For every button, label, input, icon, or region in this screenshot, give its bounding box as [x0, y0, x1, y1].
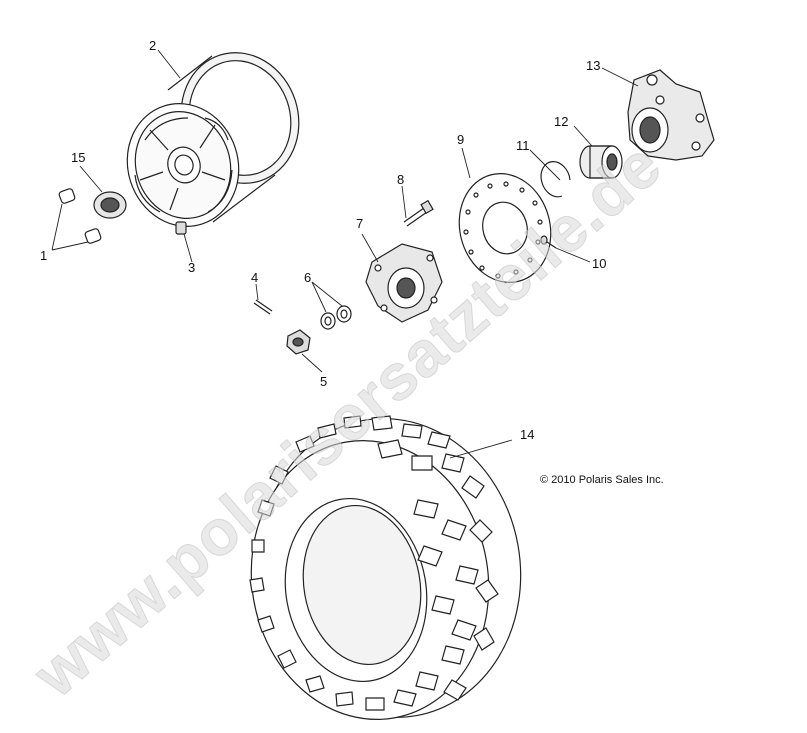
callout-3: 3: [188, 260, 195, 275]
stud-bolt: [403, 199, 434, 227]
wheel-rim: [126, 52, 300, 235]
cotter-pin: [253, 299, 273, 315]
wheel-bearing: [579, 145, 623, 179]
steering-knuckle: [627, 69, 715, 161]
callout-14: 14: [520, 427, 534, 442]
callout-11: 11: [516, 138, 530, 153]
retaining-ring: [540, 161, 571, 198]
brake-disc: [458, 173, 552, 283]
callout-5: 5: [320, 374, 327, 389]
wheel-hub: [365, 243, 443, 323]
bearing-nut: [93, 191, 127, 219]
callout-8: 8: [397, 172, 404, 187]
callout-4: 4: [251, 270, 258, 285]
callout-10: 10: [592, 256, 606, 271]
callout-12: 12: [554, 114, 568, 129]
tire: [249, 415, 522, 720]
callout-labels: 1 2 3 4 5 6 7 8 9 10 11 12 13 14 15: [40, 38, 606, 442]
callout-13: 13: [586, 58, 600, 73]
disc-bolt: [540, 235, 557, 249]
callout-7: 7: [356, 216, 363, 231]
callout-15: 15: [71, 150, 85, 165]
callout-9: 9: [457, 132, 464, 147]
pin-pair: [58, 188, 102, 244]
washers: [320, 305, 352, 330]
callout-1: 1: [40, 248, 47, 263]
callout-6: 6: [304, 270, 311, 285]
leader-lines: [51, 49, 639, 459]
callout-2: 2: [149, 38, 156, 53]
castle-nut: [286, 329, 311, 355]
copyright-notice: © 2010 Polaris Sales Inc.: [540, 474, 664, 486]
